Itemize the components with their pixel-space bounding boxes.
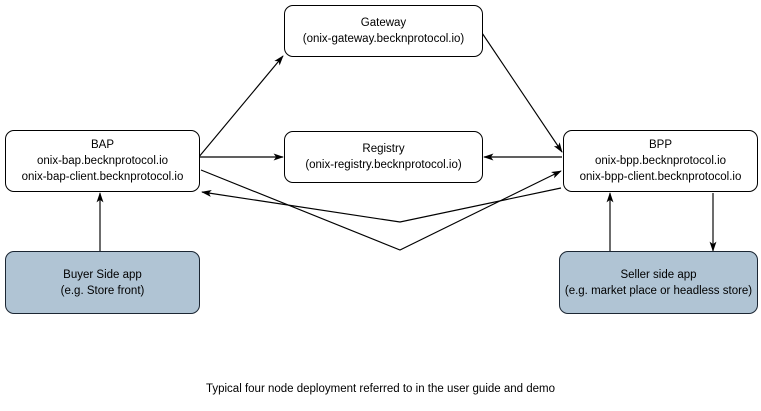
node-registry-title: Registry <box>362 143 405 155</box>
node-bpp-title: BPP <box>648 139 672 151</box>
node-bpp[interactable]: BPP onix-bpp.becknprotocol.io onix-bpp-c… <box>563 130 758 192</box>
edge-gateway-to-bpp <box>477 26 563 153</box>
node-bap-host-client: onix-bap-client.becknprotocol.io <box>21 171 184 183</box>
node-bpp-host: onix-bpp.becknprotocol.io <box>594 155 727 167</box>
diagram-caption: Typical four node deployment referred to… <box>205 383 556 395</box>
node-bap-host: onix-bap.becknprotocol.io <box>36 155 169 167</box>
node-seller-side-app[interactable]: Seller side app (e.g. market place or he… <box>559 251 758 314</box>
node-registry-host: (onix-registry.becknprotocol.io) <box>305 159 462 171</box>
edge-bpp-to-bap <box>201 187 562 223</box>
node-buyer-side-app-host: (e.g. Store front) <box>60 284 145 297</box>
node-gateway-title: Gateway <box>360 17 407 29</box>
node-bap[interactable]: BAP onix-bap.becknprotocol.io onix-bap-c… <box>5 130 200 192</box>
node-buyer-side-app-title: Buyer Side app <box>63 268 142 281</box>
node-bpp-host-client: onix-bpp-client.becknprotocol.io <box>579 171 742 183</box>
node-bap-title: BAP <box>90 139 114 151</box>
node-buyer-side-app[interactable]: Buyer Side app (e.g. Store front) <box>5 251 200 314</box>
node-gateway-host: (onix-gateway.becknprotocol.io) <box>302 33 465 45</box>
edge-bap-to-gateway <box>197 55 284 159</box>
node-seller-side-app-host: (e.g. market place or headless store) <box>564 284 753 297</box>
node-seller-side-app-title: Seller side app <box>620 268 697 281</box>
node-registry[interactable]: Registry (onix-registry.becknprotocol.io… <box>284 131 483 183</box>
node-gateway[interactable]: Gateway (onix-gateway.becknprotocol.io) <box>284 5 483 57</box>
